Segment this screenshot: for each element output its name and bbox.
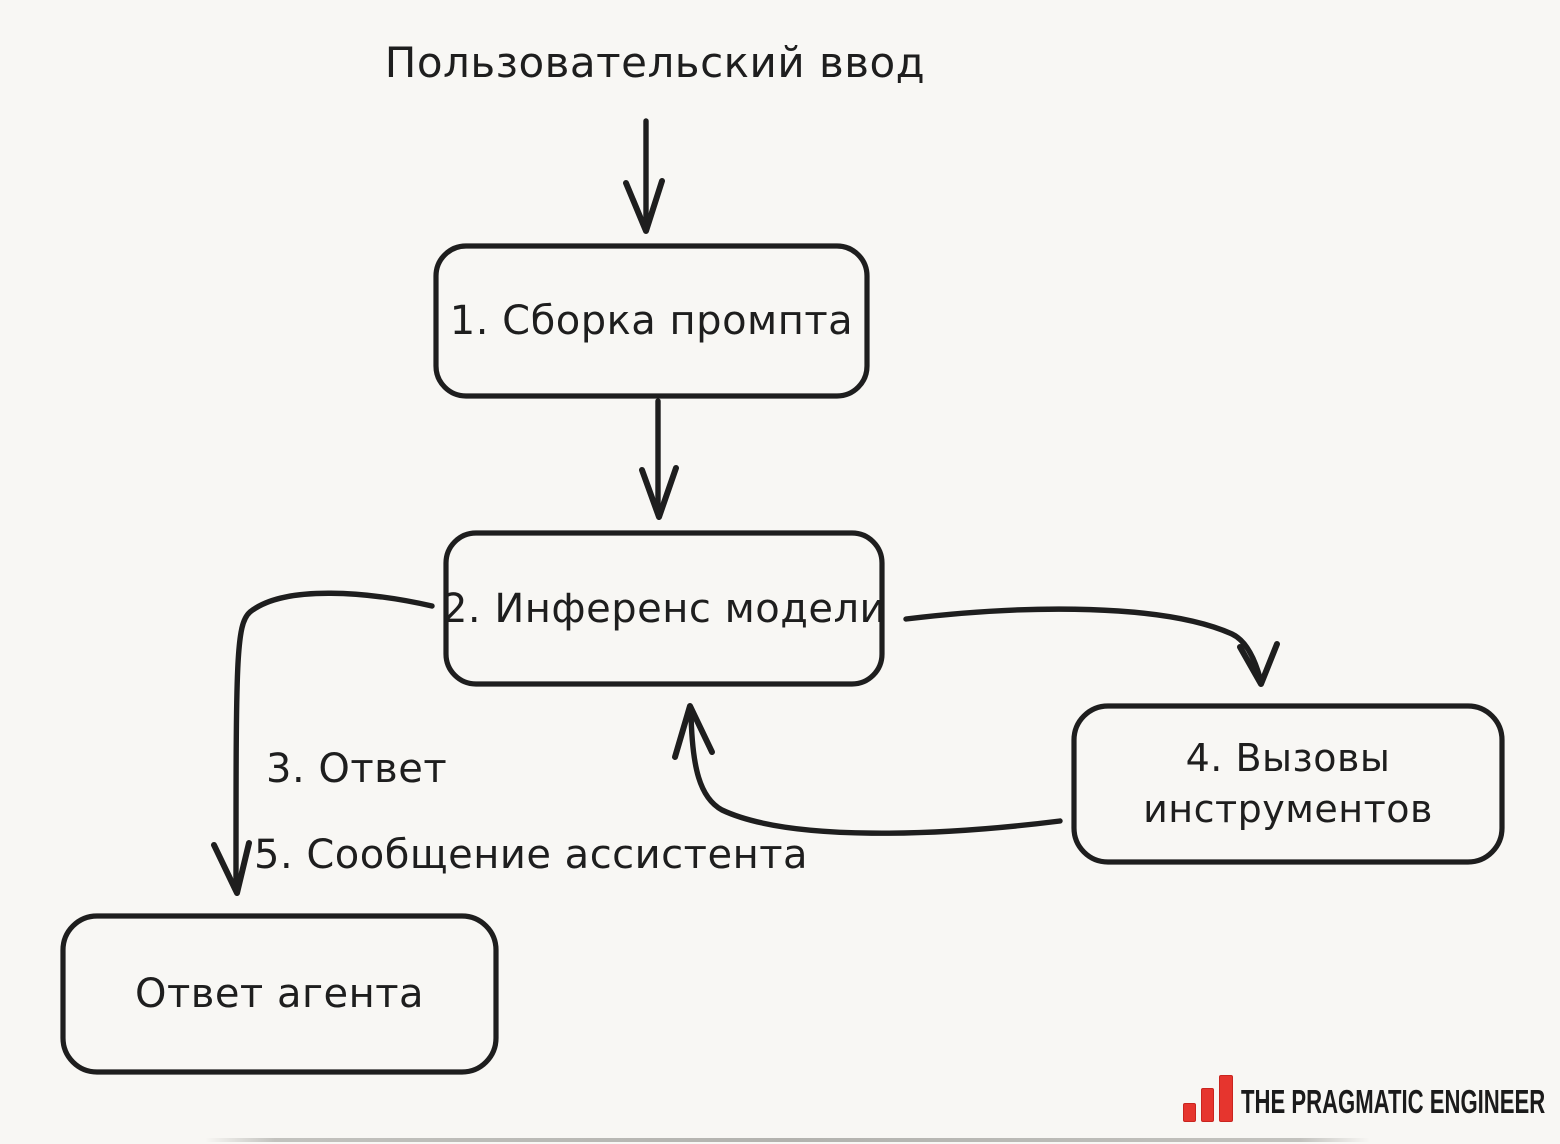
node-tool-calls-label-line1: 4. Вызовы	[1185, 735, 1391, 780]
brand-logo: THE PRAGMATIC ENGINEER	[1183, 1074, 1545, 1122]
bar-chart-icon	[1183, 1075, 1233, 1122]
bar-chart-icon-bar-medium	[1201, 1088, 1214, 1122]
bar-chart-icon-bar-small	[1183, 1103, 1196, 1122]
scan-artifact-line	[205, 1138, 1370, 1142]
user-input-label: Пользовательский ввод	[384, 38, 926, 87]
node-tool-calls: 4. Вызовы инструментов	[1074, 706, 1502, 862]
brand-name: THE PRAGMATIC ENGINEER	[1241, 1083, 1546, 1120]
node-prompt-assembly-label: 1. Сборка промпта	[449, 298, 854, 344]
model-inference-box-outline	[443, 530, 885, 687]
node-model-inference: 2. Инференс модели	[442, 533, 886, 684]
prompt-assembly-box-outline	[433, 243, 870, 399]
arrow-tools-to-inference	[688, 709, 1063, 836]
arrowhead-inference-to-agent	[211, 840, 252, 896]
agent-response-box-outline	[60, 913, 499, 1075]
arrow-inference-to-agent	[233, 590, 435, 887]
arrowhead-inference-to-tools	[1237, 641, 1280, 687]
edge-label-assistant-message: 5. Сообщение ассистента	[254, 832, 809, 878]
node-prompt-assembly: 1. Сборка промпта	[436, 246, 867, 396]
arrowhead-prompt-to-inference	[639, 465, 679, 520]
arrow-inference-to-tools	[903, 606, 1263, 681]
edge-label-response: 3. Ответ	[266, 746, 448, 792]
tool-calls-box-outline	[1071, 703, 1505, 865]
node-agent-response: Ответ агента	[63, 916, 496, 1072]
node-tool-calls-label-line2: инструментов	[1143, 787, 1433, 831]
node-model-inference-label: 2. Инференс модели	[441, 585, 887, 632]
node-agent-response-label: Ответ агента	[134, 971, 425, 1017]
arrowhead-input-to-prompt	[623, 178, 665, 234]
bar-chart-icon-bar-large	[1219, 1075, 1233, 1122]
arrowhead-tools-to-inference	[672, 703, 715, 760]
